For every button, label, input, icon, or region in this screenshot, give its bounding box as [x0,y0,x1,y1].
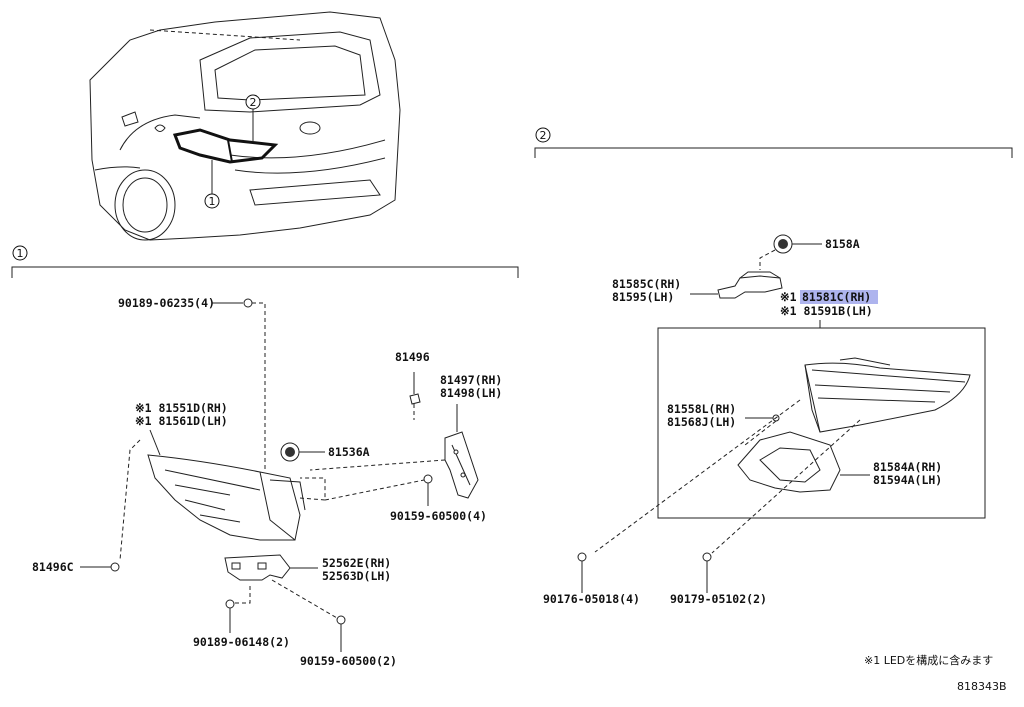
bracket-81584a-icon [737,431,870,493]
inner-lamp-frame [657,327,986,519]
inner-lamp-81581c-icon [804,357,971,433]
section-1-number: 1 [17,247,24,260]
car-callout-2: 2 [245,94,261,142]
label-81497-rh: 81497(RH) [440,373,502,387]
tail-lamp-81551d-icon [147,429,306,541]
label-90189-06235: 90189-06235(4) [118,296,215,310]
label-81551d-rh: ※1 81551D(RH) [135,401,228,415]
bracket-52562e-icon [224,554,318,581]
label-81568j-lh: 81568J(LH) [667,415,736,429]
section-2-number: 2 [540,129,547,142]
screw-90176-05018-icon [577,552,587,593]
label-90189-06148: 90189-06148(2) [193,635,290,649]
bracket-81497-icon [444,404,479,499]
label-90159-60500-4: 90159-60500(4) [390,509,487,523]
clip-81558l-icon [745,414,780,422]
car-callout-1: 1 [204,160,220,209]
label-81561d-lh: ※1 81561D(LH) [135,414,228,428]
label-90159-60500-2: 90159-60500(2) [300,654,397,668]
label-52563d-lh: 52563D(LH) [322,569,391,583]
clip-81496-icon [409,372,421,405]
label-81585c-rh: 81585C(RH) [612,277,681,291]
bolt-icon [212,298,253,308]
label-52562e-rh: 52562E(RH) [322,556,391,570]
callout-number-1: 1 [209,195,216,208]
label-81496c: 81496C [32,560,74,574]
section-1-header: 1 [11,245,519,278]
clip-81496c-icon [80,562,120,572]
label-81594a-lh: 81594A(LH) [873,473,942,487]
label-81581c-rh: 81581C(RH) [802,290,871,304]
socket-81585c-icon [690,271,783,299]
label-81595-lh: 81595(LH) [612,290,674,304]
label-81591b-lh: ※1 81591B(LH) [780,304,873,318]
label-90179-05102: 90179-05102(2) [670,592,767,606]
car-rear-illustration [89,11,401,241]
label-81584a-rh: 81584A(RH) [873,460,942,474]
footnote-led: ※1 LEDを構成に含みます [864,653,993,667]
screw-90159-60500-2-icon [336,615,346,652]
label-81496: 81496 [395,350,430,364]
label-81581c-prefix: ※1 [780,290,797,304]
label-81558l-rh: 81558L(RH) [667,402,736,416]
label-90176-05018: 90176-05018(4) [543,592,640,606]
label-81498-lh: 81498(LH) [440,386,502,400]
highlight-box [800,290,878,304]
label-81536a: 81536A [328,445,370,459]
grommet-8158a-icon [773,234,822,254]
section-2-header: 2 [534,127,1013,158]
callout-number-2: 2 [250,96,257,109]
screw-90159-icon [423,474,433,506]
diagram-id: 818343B [957,680,1007,693]
grommet-81536a-icon [280,442,325,462]
label-8158a: 8158A [825,237,860,251]
bolt-90189-06148-icon [225,599,235,633]
screw-90179-05102-icon [702,552,712,593]
